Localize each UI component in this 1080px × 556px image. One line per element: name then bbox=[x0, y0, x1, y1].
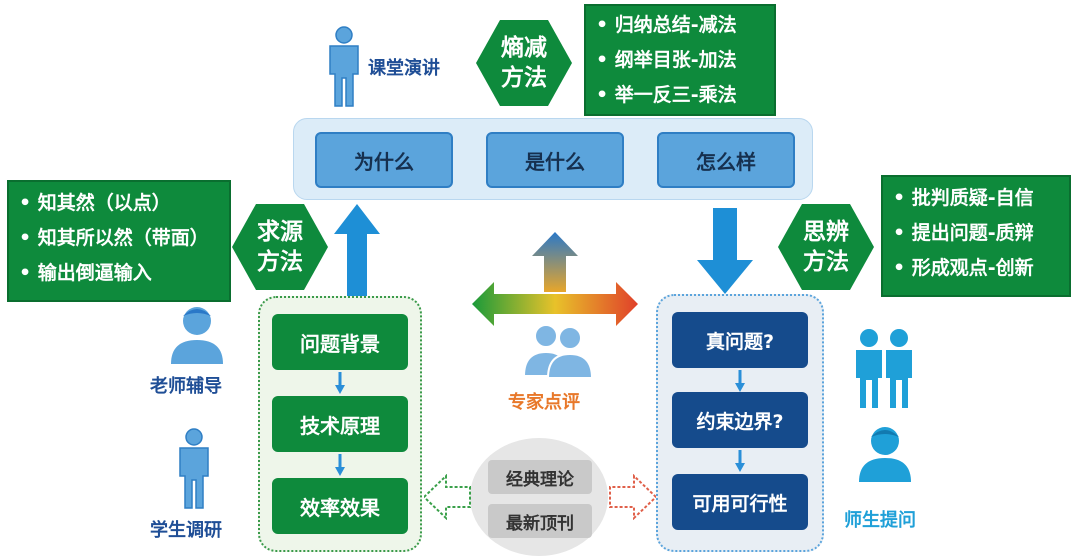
two-people-icon bbox=[856, 329, 912, 408]
step-efficiency-effect[interactable]: 效率效果 bbox=[272, 478, 408, 534]
right-outline-arrow-icon bbox=[609, 474, 656, 520]
top-bar-item-how[interactable]: 怎么样 bbox=[657, 132, 795, 188]
list-item: 知其然（以点） bbox=[19, 186, 219, 221]
up-arrow-icon bbox=[334, 204, 380, 296]
label-student-research: 学生调研 bbox=[150, 520, 222, 541]
hexagon-line-2: 方法 bbox=[803, 249, 849, 275]
small-down-arrow-icon bbox=[335, 454, 345, 476]
label-expert-review: 专家点评 bbox=[508, 392, 580, 413]
label-teacher-guidance: 老师辅导 bbox=[150, 376, 222, 397]
list-item: 知其所以然（带面） bbox=[19, 221, 219, 256]
small-down-arrow-icon bbox=[335, 372, 345, 394]
label-lecture: 课堂演讲 bbox=[368, 58, 440, 79]
hexagon-line-2: 方法 bbox=[257, 249, 303, 275]
step-feasibility[interactable]: 可用可行性 bbox=[672, 474, 808, 530]
small-down-arrow-icon bbox=[735, 450, 745, 472]
list-item: 归纳总结-减法 bbox=[596, 8, 764, 43]
experts-icon bbox=[522, 324, 594, 378]
person-icon bbox=[329, 26, 359, 107]
left-outline-arrow-icon bbox=[424, 474, 471, 520]
hexagon-line-1: 求源 bbox=[257, 219, 303, 245]
center-resource-circle bbox=[470, 438, 608, 556]
teacher-icon bbox=[171, 307, 223, 364]
hexagon-line-1: 熵减 bbox=[501, 35, 547, 61]
top-method-list: 归纳总结-减法 纲举目张-加法 举一反三-乘法 bbox=[584, 4, 776, 116]
list-item: 纲举目张-加法 bbox=[596, 43, 764, 78]
multi-direction-arrow-icon bbox=[472, 232, 638, 326]
hexagon-entropy-method: 熵减方法 bbox=[476, 20, 572, 106]
hexagon-line-1: 思辨 bbox=[803, 219, 849, 245]
list-item: 输出倒逼输入 bbox=[19, 256, 219, 291]
questioner-icon bbox=[859, 427, 911, 482]
top-bar-item-why[interactable]: 为什么 bbox=[315, 132, 453, 188]
hexagon-line-2: 方法 bbox=[501, 65, 547, 91]
top-bar-item-what[interactable]: 是什么 bbox=[486, 132, 624, 188]
step-constraint-boundary[interactable]: 约束边界? bbox=[672, 392, 808, 448]
small-down-arrow-icon bbox=[735, 370, 745, 392]
right-method-list: 批判质疑-自信 提出问题-质辩 形成观点-创新 bbox=[881, 175, 1071, 297]
student-icon bbox=[179, 428, 209, 509]
label-teacher-student-question: 师生提问 bbox=[844, 510, 916, 531]
list-item: 提出问题-质辩 bbox=[893, 216, 1059, 251]
step-real-problem[interactable]: 真问题? bbox=[672, 312, 808, 368]
down-arrow-icon bbox=[697, 208, 753, 294]
hexagon-debate-method: 思辨方法 bbox=[778, 204, 874, 290]
hexagon-source-method: 求源方法 bbox=[232, 204, 328, 290]
step-problem-background[interactable]: 问题背景 bbox=[272, 314, 408, 370]
step-technical-principle[interactable]: 技术原理 bbox=[272, 396, 408, 452]
left-method-list: 知其然（以点） 知其所以然（带面） 输出倒逼输入 bbox=[7, 180, 231, 302]
list-item: 形成观点-创新 bbox=[893, 251, 1059, 286]
resource-latest-journals[interactable]: 最新顶刊 bbox=[488, 504, 592, 538]
resource-classic-theory[interactable]: 经典理论 bbox=[488, 460, 592, 494]
list-item: 举一反三-乘法 bbox=[596, 78, 764, 113]
list-item: 批判质疑-自信 bbox=[893, 181, 1059, 216]
